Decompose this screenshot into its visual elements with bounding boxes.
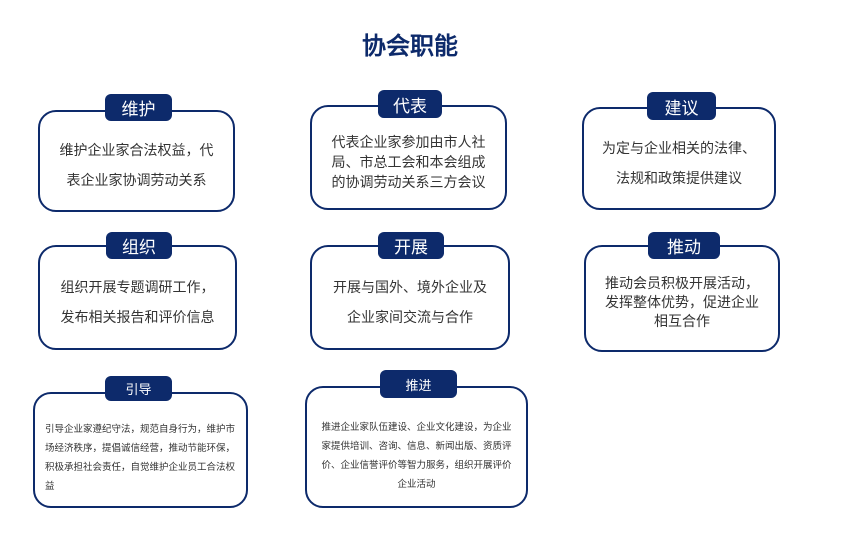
function-badge-weihu: 维护 — [105, 94, 172, 121]
function-box-weihu: 维护企业家合法权益，代表企业家协调劳动关系 — [38, 110, 235, 212]
function-box-yindao: 引导企业家遵纪守法，规范自身行为，维护市场经济秩序，提倡诚信经营，推动节能环保，… — [33, 392, 248, 508]
function-badge-daibiao: 代表 — [378, 90, 442, 118]
function-badge-yindao: 引导 — [105, 376, 172, 401]
function-badge-tuidong: 推动 — [648, 232, 720, 259]
function-text: 为定与企业相关的法律、法规和政策提供建议 — [602, 140, 756, 187]
function-text: 维护企业家合法权益，代表企业家协调劳动关系 — [59, 143, 214, 189]
function-text: 推动会员积极开展活动，发挥整体优势，促进企业相互合作 — [605, 276, 759, 330]
function-badge-zuzhi: 组织 — [106, 232, 172, 259]
function-badge-jianyi: 建议 — [647, 92, 716, 120]
page-title: 协会职能 — [362, 32, 458, 60]
function-box-zuzhi: 组织开展专题调研工作，发布相关报告和评价信息 — [38, 245, 237, 350]
function-box-jianyi: 为定与企业相关的法律、法规和政策提供建议 — [582, 107, 776, 210]
function-text: 开展与国外、境外企业及企业家间交流与合作 — [333, 279, 487, 326]
function-box-daibiao: 代表企业家参加由市人社局、市总工会和本会组成的协调劳动关系三方会议 — [310, 105, 507, 210]
function-badge-kaizhan: 开展 — [378, 232, 444, 259]
function-text: 代表企业家参加由市人社局、市总工会和本会组成的协调劳动关系三方会议 — [331, 134, 486, 191]
function-badge-tuijin: 推进 — [380, 370, 457, 398]
function-box-kaizhan: 开展与国外、境外企业及企业家间交流与合作 — [310, 245, 510, 350]
function-box-tuidong: 推动会员积极开展活动，发挥整体优势，促进企业相互合作 — [584, 245, 780, 352]
function-text: 推进企业家队伍建设、企业文化建设，为企业家提供培训、咨询、信息、新闻出版、资质评… — [321, 422, 512, 490]
function-box-tuijin: 推进企业家队伍建设、企业文化建设，为企业家提供培训、咨询、信息、新闻出版、资质评… — [305, 386, 528, 508]
function-text: 组织开展专题调研工作，发布相关报告和评价信息 — [60, 279, 215, 326]
function-text: 引导企业家遵纪守法，规范自身行为，维护市场经济秩序，提倡诚信经营，推动节能环保，… — [45, 424, 236, 492]
